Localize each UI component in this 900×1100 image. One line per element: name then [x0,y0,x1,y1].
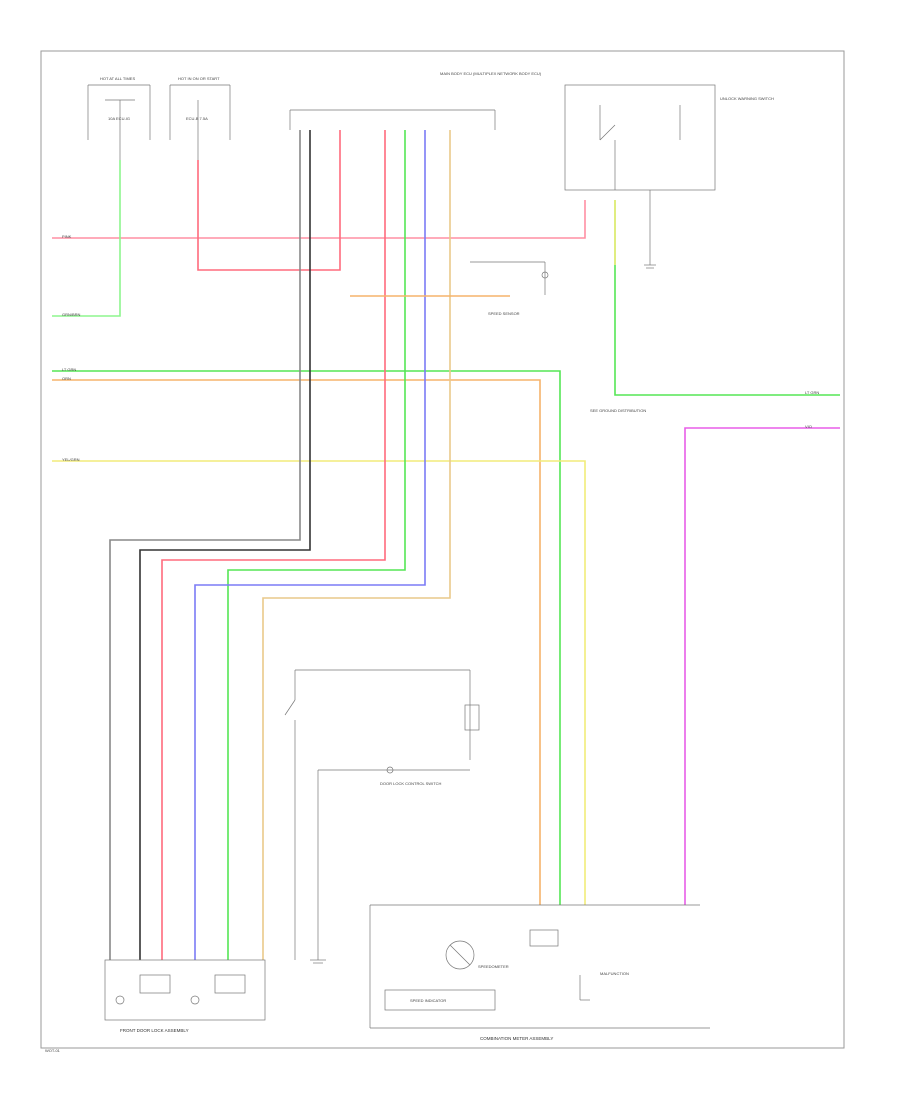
relay-label: UNLOCK WARNING SWITCH [720,96,774,101]
fuse-label-2: HOT IN ON OR START [178,76,220,81]
wire-black [139,130,311,960]
wire-tag-right-lt-grn: LT GRN [805,390,819,395]
fuse-label-4: ECU-B 7.5A [186,116,208,121]
combination-meter-title: COMBINATION METER ASSEMBLY [480,1036,553,1041]
ground-symbol-mid [644,190,656,269]
wire-pink-top [52,200,586,239]
unlock-switch-label: DOOR LOCK CONTROL SWITCH [380,781,442,786]
wire-tan [262,130,451,960]
wire-tag-pink: PINK [62,234,72,239]
wire-lt-grn-long [52,370,561,905]
wire-yel-long [52,460,586,905]
wire-tag-lt-grn: LT GRN [62,367,76,372]
door-lock-switch [284,669,480,960]
wire-tag-yel-grn: YEL/GRN [62,457,80,462]
fuse-label-3: 10A ECU-IG [108,116,130,121]
wire-tag-orn: ORN [62,376,71,381]
front-door-lock-assembly [104,959,266,1021]
meter-box-label: SPEED INDICATOR [410,998,446,1003]
wire-grn-brn [52,160,121,317]
wire-tag-grn-brn: GRN/BRN [62,312,81,317]
wire-group [52,130,840,960]
ground-symbol-bottom [310,959,326,964]
ground-label: SEE GROUND DISTRIBUTION [590,408,646,413]
speedometer-label: SPEEDOMETER [478,964,509,969]
wire-green-mid [227,130,406,960]
page-footer: WOT-01 [45,1048,61,1053]
wire-blue [194,130,426,960]
combination-meter-assembly [369,904,710,1029]
wire-red [161,130,386,960]
front-door-lock-title: FRONT DOOR LOCK ASSEMBLY [120,1028,189,1033]
warning-label: MALFUNCTION [600,971,629,976]
fuse-block-left [87,84,231,160]
wire-tag-right-vio: VIO [805,424,812,429]
wire-pink-loop [197,130,341,271]
speed-sensor-junction [470,261,549,295]
ecu-label: MAIN BODY ECU (MULTIPLEX NETWORK BODY EC… [440,71,542,76]
relay-box-right [564,84,716,191]
fuse-label-1: HOT AT ALL TIMES [100,76,135,81]
wire-orn-long [52,379,541,905]
speed-sensor-label: SPEED SENSOR [488,311,520,316]
wire-vio-right [684,427,840,905]
ecu-connector-top [289,109,496,130]
wire-right-lt-grn [614,200,840,396]
diagram-border [40,50,845,1049]
wire-gray [109,130,301,960]
